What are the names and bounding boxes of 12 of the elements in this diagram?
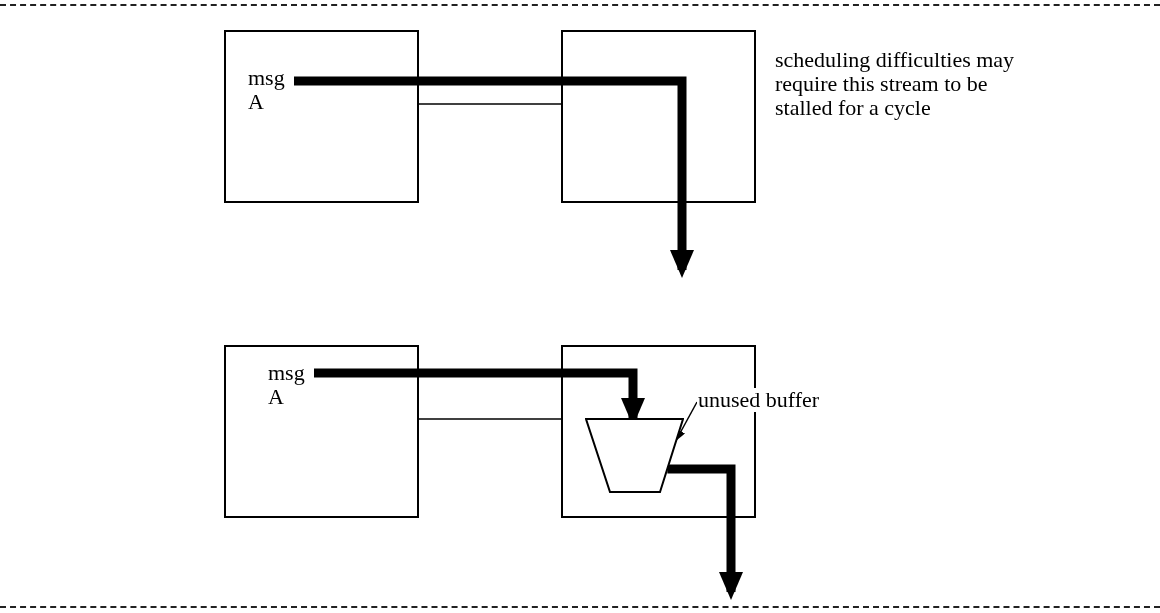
buffer-shape (585, 418, 684, 493)
message-label: msg A (268, 361, 314, 411)
connector-line (418, 418, 562, 420)
connector-line (418, 103, 562, 105)
note-text: scheduling difficulties may require this stream to be stalled for a cycle (775, 48, 1016, 120)
thick-arrow (294, 76, 694, 278)
node-box (561, 30, 756, 203)
node-box (224, 345, 419, 518)
callout-text: unused buffer (697, 388, 821, 412)
thick-arrow (667, 464, 743, 600)
message-label: msg A (248, 66, 294, 116)
node-box (224, 30, 419, 203)
